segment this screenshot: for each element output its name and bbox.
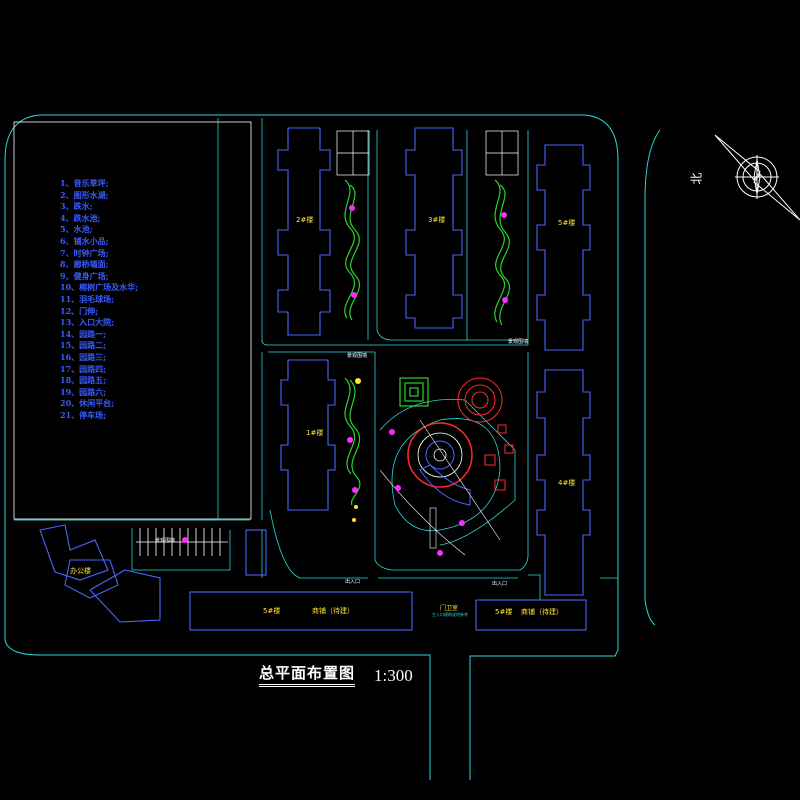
office-building-label: 办公楼 (70, 567, 91, 575)
building-5-label: 5#楼 (558, 219, 576, 227)
legend-item: 16、园路三; (60, 351, 107, 362)
legend-item: 13、入口大院; (60, 317, 115, 328)
landscape-markers (182, 205, 508, 556)
office-building (39, 524, 161, 623)
legend-item: 21、停车场; (60, 409, 107, 420)
gate-label: 门卫室 (440, 605, 459, 612)
annotation-wall: 景观围墙 (347, 353, 368, 359)
shops-left-label: 商铺（待建） (312, 607, 354, 615)
legend-item: 7、时钟广场; (60, 247, 109, 258)
site-boundary (4, 114, 661, 780)
legend-item: 6、铺水小品; (60, 235, 109, 246)
legend-item: 14、园路一; (60, 328, 107, 339)
building-2 (277, 127, 331, 336)
legend-item: 17、园路四; (60, 363, 107, 374)
shops-right (475, 599, 587, 631)
legend-item: 2、图形水湖; (60, 189, 109, 200)
annotation-entrance: 出入口 (492, 581, 508, 587)
north-arrow-icon (714, 134, 800, 221)
building-4-label: 4#楼 (558, 479, 576, 487)
legend-item: 10、榕树广场及水华; (60, 282, 139, 293)
legend-item: 8、廊桥墙面; (60, 259, 109, 270)
legend-item: 20、休闲平台; (60, 398, 115, 409)
legend-item: 11、羽毛球场; (60, 293, 115, 304)
shops-right-label: 商铺（待建） (521, 608, 563, 616)
central-plaza (379, 377, 516, 556)
badminton-courts (336, 130, 519, 176)
left-parcel (13, 121, 252, 520)
legend-item: 18、园路五; (60, 375, 107, 386)
legend-item: 12、门伸; (60, 305, 99, 316)
gate-sublabel: 主入口建筑说明参考 (432, 612, 468, 617)
building-5 (536, 144, 591, 351)
legend-item: 19、园路六; (60, 386, 107, 397)
building-3-label: 3#楼 (428, 216, 446, 224)
parking-stalls (136, 528, 228, 556)
legend-item: 15、园路二; (60, 340, 107, 351)
internal-roads (14, 118, 618, 600)
legend-list: 1、音乐草坪; 2、图形水湖; 3、跌水; 4、跌水池; 5、水池; 6、铺水小… (60, 178, 138, 421)
legend-item: 3、跌水; (60, 201, 93, 212)
legend-item: 9、健身广场; (60, 270, 109, 281)
annotation-entrance: 出入口 (345, 579, 361, 585)
north-label: 北 (689, 172, 704, 185)
building-2-label: 2#楼 (296, 216, 314, 224)
building-1 (280, 359, 336, 511)
legend-item: 4、跌水池; (60, 212, 101, 223)
shops-left-number: 5#楼 (263, 607, 281, 615)
small-block (245, 529, 267, 576)
legend-item: 1、音乐草坪; (60, 178, 109, 188)
shops-right-number: 5#楼 (495, 608, 513, 616)
legend-item: 5、水池; (60, 224, 93, 235)
building-4 (536, 369, 591, 596)
building-3 (405, 127, 463, 329)
drawing-title: 总平面布置图 (259, 662, 356, 687)
annotation-wall: 景观围墙 (155, 538, 176, 544)
buildings (39, 127, 591, 631)
shops-left (189, 591, 413, 631)
building-1-label: 1#楼 (306, 429, 324, 437)
drawing-scale: 1:300 (374, 666, 413, 685)
annotation-wall: 景观围墙 (508, 339, 529, 345)
